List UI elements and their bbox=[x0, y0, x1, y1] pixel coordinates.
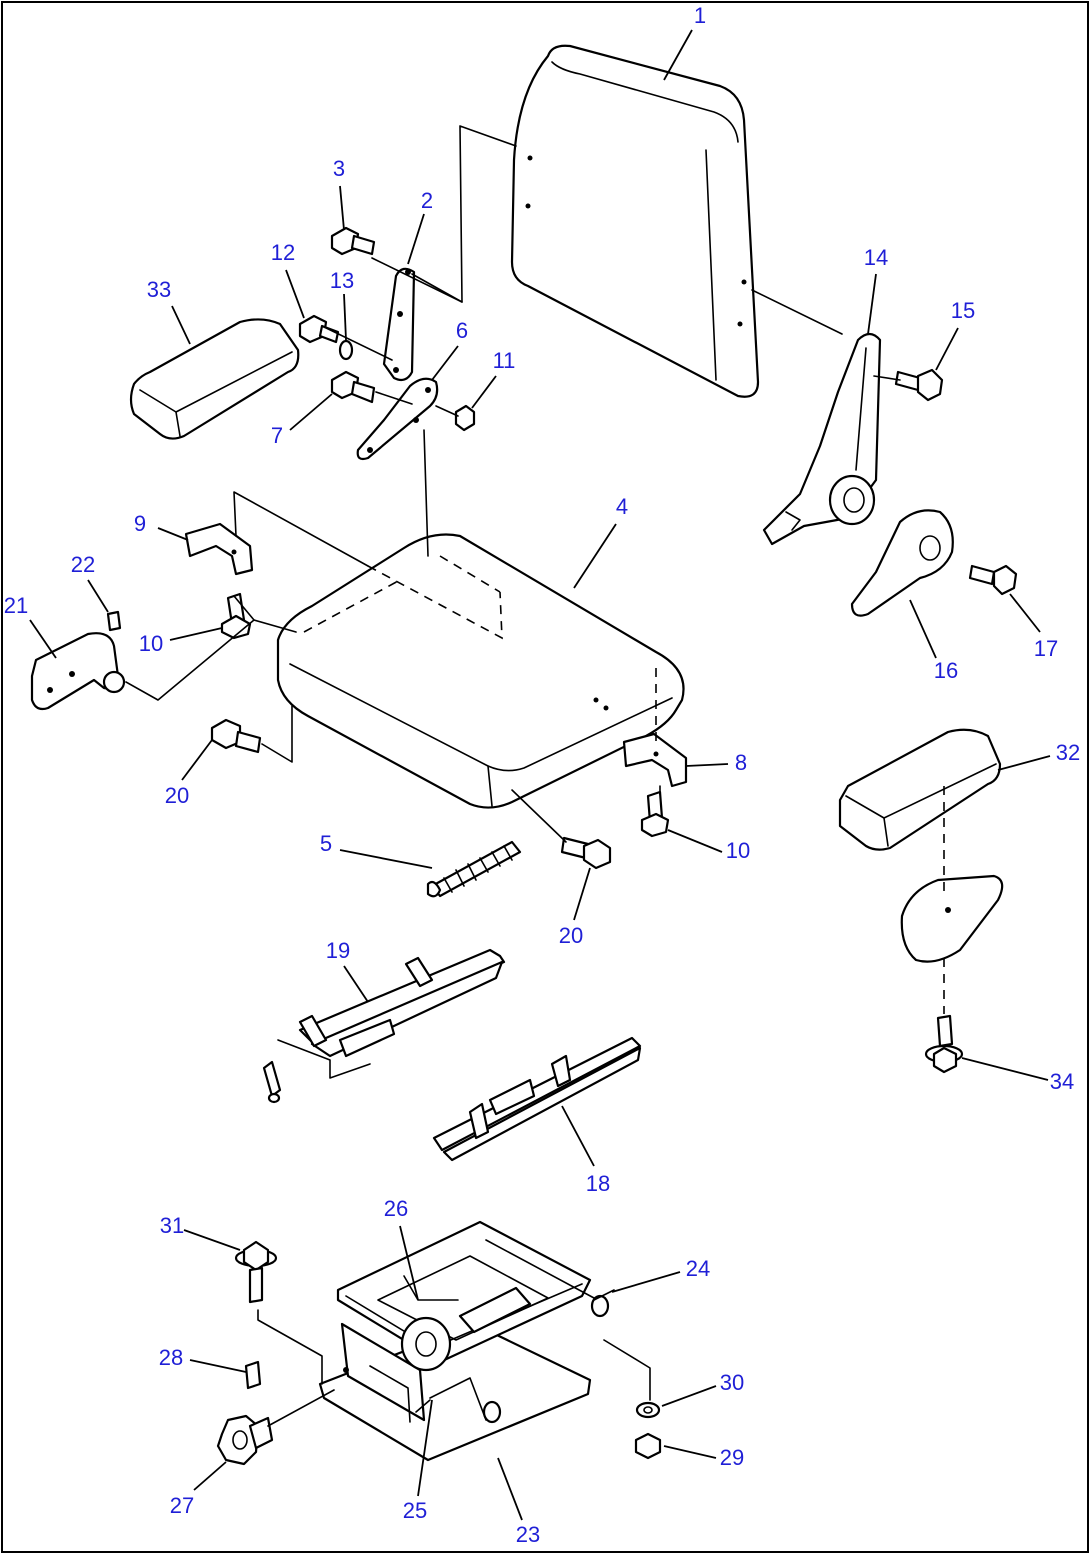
callout-7: 7 bbox=[271, 423, 283, 448]
part-10-bolt-left bbox=[220, 592, 252, 640]
part-19-slide-rail bbox=[262, 948, 506, 1104]
leader-lines bbox=[29, 29, 1051, 1521]
callout-29: 29 bbox=[720, 1445, 744, 1470]
callout-5: 5 bbox=[320, 831, 332, 856]
part-27-knob bbox=[216, 1414, 274, 1466]
callout-28: 28 bbox=[159, 1345, 183, 1370]
callout-6: 6 bbox=[456, 318, 468, 343]
part-12-bolt bbox=[298, 314, 340, 344]
part-31-bolt bbox=[234, 1240, 278, 1304]
callout-10-left: 10 bbox=[139, 631, 163, 656]
part-32-armrest-right bbox=[838, 728, 1004, 963]
callout-23: 23 bbox=[516, 1522, 540, 1547]
part-15-bolt bbox=[894, 368, 944, 402]
callout-31: 31 bbox=[160, 1213, 184, 1238]
part-6-plate bbox=[356, 377, 439, 461]
callout-24: 24 bbox=[686, 1256, 710, 1281]
part-28-pin bbox=[244, 1360, 262, 1390]
callout-34: 34 bbox=[1050, 1069, 1074, 1094]
callout-13: 13 bbox=[330, 268, 354, 293]
callout-16: 16 bbox=[934, 658, 958, 683]
callout-17: 17 bbox=[1034, 636, 1058, 661]
part-34-bolt bbox=[924, 1014, 964, 1074]
part-13-washer bbox=[338, 339, 354, 361]
callout-12: 12 bbox=[271, 240, 295, 265]
callout-4: 4 bbox=[616, 494, 628, 519]
callout-10-right: 10 bbox=[726, 838, 750, 863]
part-29-nut bbox=[634, 1432, 662, 1460]
callout-3: 3 bbox=[333, 156, 345, 181]
part-5-spring bbox=[426, 840, 522, 898]
callout-labels: 1 2 3 4 5 6 7 8 9 10 10 11 12 13 14 15 1… bbox=[4, 3, 1080, 1547]
part-16-lever-cover bbox=[850, 509, 954, 617]
callout-1: 1 bbox=[694, 3, 706, 28]
callout-2: 2 bbox=[421, 188, 433, 213]
part-22-fitting bbox=[106, 610, 122, 632]
callout-11: 11 bbox=[493, 348, 516, 373]
part-2-hinge-bracket bbox=[382, 267, 416, 382]
part-25-lever bbox=[415, 1399, 431, 1413]
callout-18: 18 bbox=[586, 1171, 610, 1196]
callout-14: 14 bbox=[864, 245, 888, 270]
callout-21: 21 bbox=[4, 593, 28, 618]
part-18-slide-rail bbox=[432, 1036, 642, 1162]
part-23-suspension-base bbox=[318, 1220, 610, 1462]
part-33-armrest-left bbox=[129, 318, 300, 440]
part-20-bolt-right bbox=[560, 836, 612, 870]
part-9-bracket bbox=[184, 522, 254, 576]
part-21-clamp bbox=[30, 632, 126, 711]
part-24-shaft bbox=[593, 1289, 615, 1301]
part-3-bolt bbox=[330, 226, 376, 256]
assembly-lines bbox=[125, 125, 945, 1427]
callout-27: 27 bbox=[170, 1493, 194, 1518]
callout-20-right: 20 bbox=[559, 923, 583, 948]
callout-20-left: 20 bbox=[165, 783, 189, 808]
callout-33: 33 bbox=[147, 277, 171, 302]
part-11-nut bbox=[454, 404, 476, 432]
part-14-recline-lever bbox=[762, 332, 882, 546]
callout-9: 9 bbox=[134, 511, 146, 536]
callout-19: 19 bbox=[326, 938, 350, 963]
part-30-washer bbox=[635, 1401, 661, 1419]
part-17-bolt bbox=[968, 564, 1018, 596]
part-8-bracket bbox=[622, 732, 688, 788]
callout-8: 8 bbox=[735, 750, 747, 775]
part-1-backrest bbox=[510, 44, 760, 398]
part-10-bolt-right bbox=[640, 790, 670, 838]
part-20-bolt-left bbox=[210, 718, 262, 754]
callout-15: 15 bbox=[951, 298, 975, 323]
callout-22: 22 bbox=[71, 552, 95, 577]
callout-26: 26 bbox=[384, 1196, 408, 1221]
part-4-seat-cushion bbox=[276, 533, 685, 809]
callout-25: 25 bbox=[403, 1498, 427, 1523]
part-7-bolt bbox=[330, 370, 376, 404]
callout-30: 30 bbox=[720, 1370, 744, 1395]
callout-32: 32 bbox=[1056, 740, 1080, 765]
